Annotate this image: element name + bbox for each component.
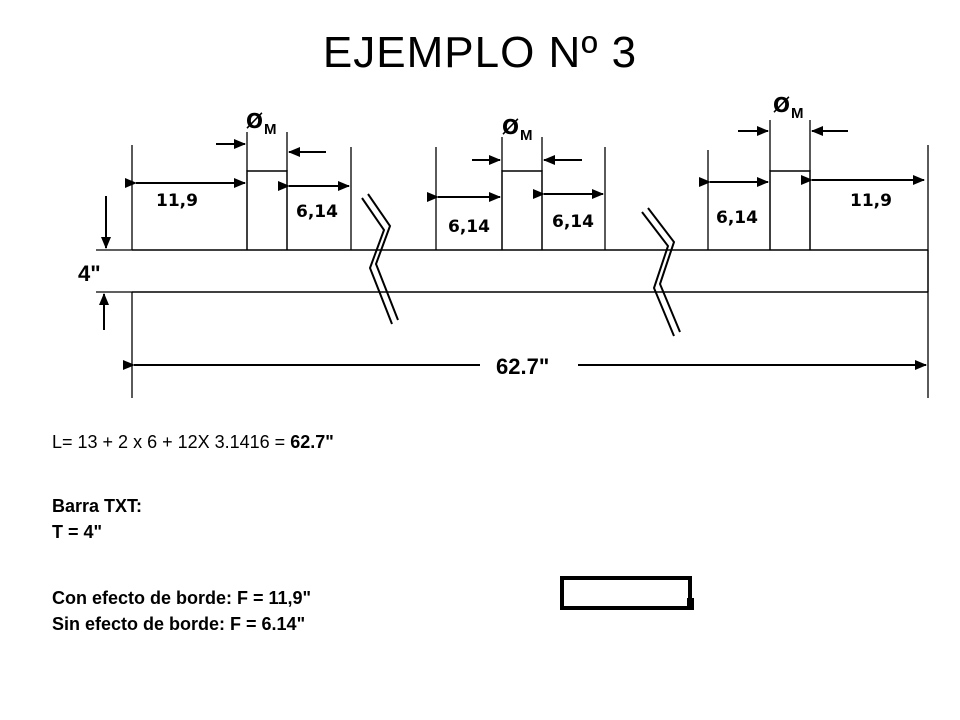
bar-heading: Barra TXT: [52, 496, 143, 516]
bar-thickness: T = 4" [52, 522, 103, 542]
edge-effect-note: Con efecto de borde: F = 11,9" [52, 588, 312, 608]
phi-symbol-right: Ø [773, 93, 790, 117]
dimension-arrows [99, 126, 925, 330]
dim-label-middle-right: 6,14 [552, 212, 594, 232]
dim-label-middle-left: 6,14 [448, 217, 490, 237]
thickness-label: 4" [78, 261, 101, 286]
break-symbol-left [361, 193, 399, 325]
dim-label-left-edge: 11,9 [156, 191, 198, 211]
break-symbol-right [641, 207, 681, 337]
phi-symbol-left: Ø [246, 109, 263, 133]
length-formula: L= 13 + 2 x 6 + 12X 3.1416 = 62.7" [52, 430, 334, 454]
thickness-extension [96, 249, 132, 293]
no-edge-effect-note: Sin efecto de borde: F = 6.14" [52, 614, 306, 634]
phi-subscript-left: M [264, 121, 277, 138]
dim-label-right-left: 6,14 [716, 208, 758, 228]
page-title: EJEMPLO Nº 3 [322, 28, 638, 77]
dim-label-left-right: 6,14 [296, 202, 338, 222]
main-bar [132, 249, 929, 293]
phi-subscript-right: M [791, 105, 804, 122]
bar-section-icon [560, 576, 694, 610]
phi-symbol-middle: Ø [502, 115, 519, 139]
phi-subscript-middle: M [520, 127, 533, 144]
formula-result: 62.7" [290, 432, 334, 452]
stub-left [246, 170, 288, 250]
formula-text: L= 13 + 2 x 6 + 12X 3.1416 = [52, 432, 291, 452]
stub-right [769, 170, 811, 250]
total-length-label: 62.7" [496, 354, 549, 379]
stub-middle [501, 170, 543, 250]
dim-label-right-edge: 11,9 [850, 191, 892, 211]
